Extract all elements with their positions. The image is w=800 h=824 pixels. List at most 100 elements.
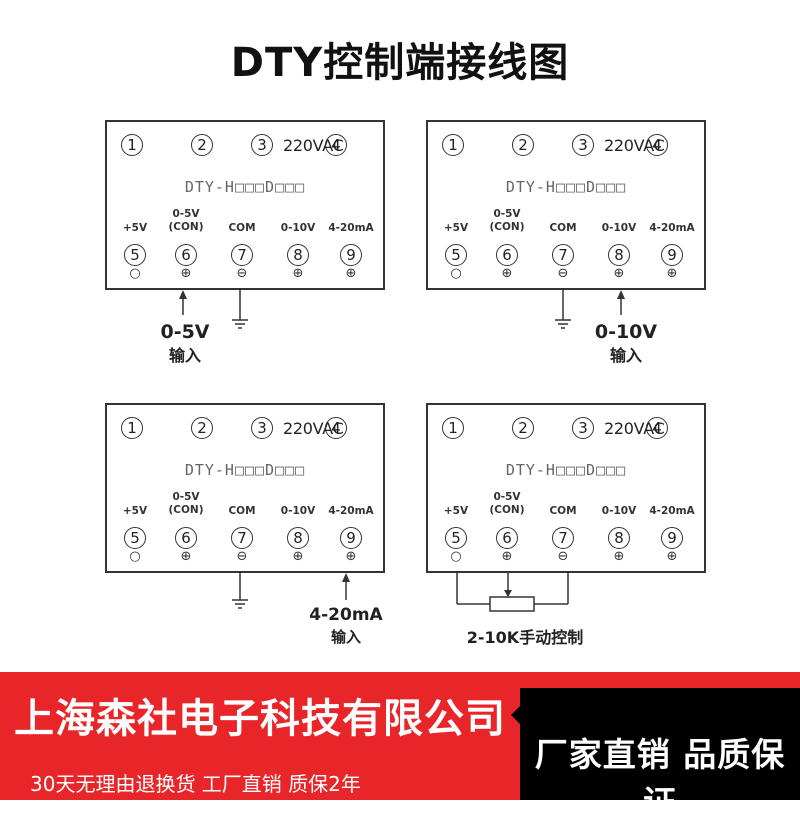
voltage-label: 220VAC bbox=[283, 419, 344, 438]
arrow-0-5v-head bbox=[179, 290, 187, 299]
terminal-label-6: 0-5V(CON) bbox=[489, 208, 525, 233]
terminal-6: 6 bbox=[175, 244, 197, 266]
terminal-symbol-6: ⊕ bbox=[501, 549, 513, 564]
terminal-6: 6 bbox=[496, 244, 518, 266]
terminal-symbol-6: ⊕ bbox=[501, 266, 513, 281]
terminal-symbol-6: ⊕ bbox=[180, 266, 192, 281]
terminal-symbol-7: ⊖ bbox=[557, 549, 569, 564]
terminal-6: 6 bbox=[496, 527, 518, 549]
terminal-8: 8 bbox=[608, 244, 630, 266]
terminal-symbol-6: ⊕ bbox=[180, 549, 192, 564]
terminal-symbol-7: ⊖ bbox=[236, 549, 248, 564]
terminal-label-7: COM bbox=[549, 505, 577, 517]
terminal-label-5: +5V bbox=[122, 222, 148, 234]
terminal-symbol-8: ⊕ bbox=[613, 549, 625, 564]
top-terminal-4: 4 bbox=[325, 417, 347, 439]
terminal-label-9: 4-20mA bbox=[649, 505, 695, 517]
terminal-symbol-5: ○ bbox=[129, 549, 141, 564]
label-4-20ma-value: 4-20mA bbox=[309, 605, 383, 625]
terminal-symbol-9: ⊕ bbox=[666, 549, 678, 564]
terminal-symbol-7: ⊖ bbox=[557, 266, 569, 281]
banner-subtitle: 30天无理由退换货 工厂直销 质保2年 bbox=[30, 772, 361, 796]
label-0-5v-value: 0-5V bbox=[160, 321, 210, 343]
side-badge-text: 厂家直销 品质保证 bbox=[534, 735, 786, 822]
terminal-5: 5 bbox=[124, 527, 146, 549]
terminal-7: 7 bbox=[231, 244, 253, 266]
terminal-symbol-8: ⊕ bbox=[292, 266, 304, 281]
terminal-7: 7 bbox=[552, 244, 574, 266]
label-0-10v-input: 输入 bbox=[609, 346, 642, 365]
top-terminal-1: 1 bbox=[121, 417, 143, 439]
terminal-label-8: 0-10V bbox=[280, 505, 316, 517]
potentiometer bbox=[489, 596, 535, 612]
terminal-5: 5 bbox=[445, 527, 467, 549]
terminal-8: 8 bbox=[287, 527, 309, 549]
terminal-symbol-7: ⊖ bbox=[236, 266, 248, 281]
terminal-label-6: 0-5V(CON) bbox=[168, 208, 204, 233]
terminal-7: 7 bbox=[231, 527, 253, 549]
terminal-label-7: COM bbox=[549, 222, 577, 234]
model-number: DTY-H□□□D□□□ bbox=[505, 461, 627, 479]
terminal-symbol-9: ⊕ bbox=[345, 266, 357, 281]
top-terminal-4: 4 bbox=[646, 417, 668, 439]
terminal-symbol-9: ⊕ bbox=[666, 266, 678, 281]
top-terminal-2: 2 bbox=[512, 134, 534, 156]
label-4-20ma-input: 输入 bbox=[330, 628, 361, 646]
label-4-20ma: 4-20mA 输入 bbox=[296, 604, 396, 648]
top-terminal-1: 1 bbox=[121, 134, 143, 156]
label-0-10v-value: 0-10V bbox=[594, 321, 658, 343]
label-0-10v: 0-10V 输入 bbox=[576, 320, 676, 368]
terminal-symbol-8: ⊕ bbox=[292, 549, 304, 564]
terminal-label-6: 0-5V(CON) bbox=[168, 491, 204, 516]
top-terminal-4: 4 bbox=[325, 134, 347, 156]
top-terminal-3: 3 bbox=[572, 417, 594, 439]
page-title: DTY控制端接线图 bbox=[230, 40, 570, 86]
arrow-0-10v-head bbox=[617, 290, 625, 299]
label-0-5v: 0-5V 输入 bbox=[135, 320, 235, 368]
voltage-label: 220VAC bbox=[283, 136, 344, 155]
top-terminal-1: 1 bbox=[442, 134, 464, 156]
terminal-symbol-9: ⊕ bbox=[345, 549, 357, 564]
banner-triangle bbox=[511, 706, 520, 724]
terminal-symbol-8: ⊕ bbox=[613, 266, 625, 281]
top-terminal-3: 3 bbox=[572, 134, 594, 156]
terminal-label-5: +5V bbox=[443, 505, 469, 517]
terminal-symbol-5: ○ bbox=[450, 266, 462, 281]
terminal-symbol-5: ○ bbox=[450, 549, 462, 564]
voltage-label: 220VAC bbox=[604, 136, 665, 155]
pot-wiper-head bbox=[504, 590, 512, 597]
label-0-5v-input: 输入 bbox=[168, 346, 201, 365]
terminal-9: 9 bbox=[661, 244, 683, 266]
terminal-label-8: 0-10V bbox=[280, 222, 316, 234]
voltage-label: 220VAC bbox=[604, 419, 665, 438]
terminal-label-7: COM bbox=[228, 222, 256, 234]
company-name: 上海森社电子科技有限公司 bbox=[14, 696, 506, 742]
terminal-5: 5 bbox=[445, 244, 467, 266]
top-terminal-4: 4 bbox=[646, 134, 668, 156]
side-badge: 厂家直销 品质保证 bbox=[520, 688, 800, 822]
label-manual-control-text: 2-10K手动控制 bbox=[466, 628, 584, 647]
wiring-diagram bbox=[179, 290, 625, 612]
terminal-label-7: COM bbox=[228, 505, 256, 517]
terminal-5: 5 bbox=[124, 244, 146, 266]
top-terminal-1: 1 bbox=[442, 417, 464, 439]
top-terminal-2: 2 bbox=[512, 417, 534, 439]
model-number: DTY-H□□□D□□□ bbox=[505, 178, 627, 196]
terminal-label-9: 4-20mA bbox=[649, 222, 695, 234]
terminal-label-6: 0-5V(CON) bbox=[489, 491, 525, 516]
terminal-8: 8 bbox=[608, 527, 630, 549]
arrow-4-20ma-head bbox=[342, 573, 350, 582]
terminal-6: 6 bbox=[175, 527, 197, 549]
top-terminal-2: 2 bbox=[191, 417, 213, 439]
terminal-9: 9 bbox=[340, 244, 362, 266]
model-number: DTY-H□□□D□□□ bbox=[184, 461, 306, 479]
model-number: DTY-H□□□D□□□ bbox=[184, 178, 306, 196]
terminal-label-5: +5V bbox=[443, 222, 469, 234]
terminal-label-9: 4-20mA bbox=[328, 505, 374, 517]
terminal-8: 8 bbox=[287, 244, 309, 266]
top-terminal-2: 2 bbox=[191, 134, 213, 156]
